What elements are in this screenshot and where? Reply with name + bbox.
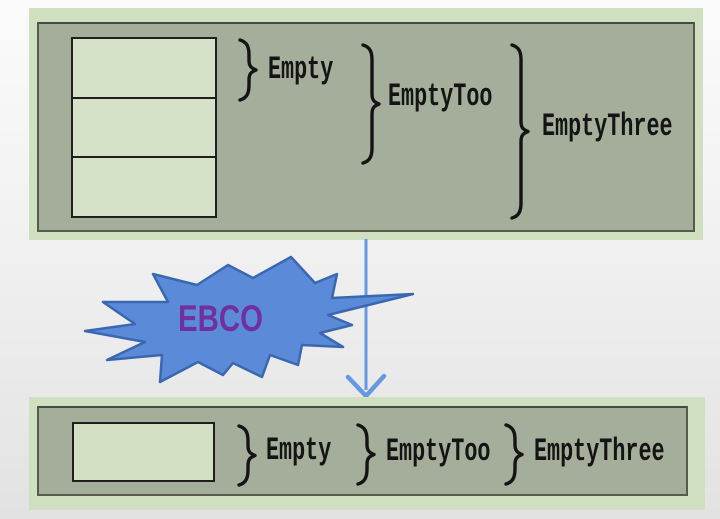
label-empty-after: Empty <box>266 432 332 469</box>
transform-arrow-icon <box>345 239 387 399</box>
label-emptythree-before: EmptyThree <box>542 108 673 145</box>
memory-cell-merged <box>72 422 215 482</box>
before-cell-stack <box>71 37 217 218</box>
memory-cell-2 <box>73 96 215 157</box>
memory-cell-1 <box>73 39 215 97</box>
brace-emptythree-icon <box>510 43 530 220</box>
memory-cell-3 <box>73 156 215 217</box>
label-emptythree-after: EmptyThree <box>534 433 665 470</box>
explosion-shape-icon <box>83 255 415 384</box>
label-empty-before: Empty <box>268 51 334 88</box>
brace-emptytoo-after-icon <box>356 423 376 486</box>
label-emptytoo-before: EmptyToo <box>388 78 493 115</box>
burst-label: EBCO <box>178 298 263 339</box>
brace-emptythree-after-icon <box>504 423 524 486</box>
brace-emptytoo-icon <box>361 43 381 165</box>
ebco-burst: EBCO <box>83 255 415 384</box>
label-emptytoo-after: EmptyToo <box>386 433 491 470</box>
brace-empty-after-icon <box>237 424 257 487</box>
brace-empty-icon <box>238 38 258 102</box>
